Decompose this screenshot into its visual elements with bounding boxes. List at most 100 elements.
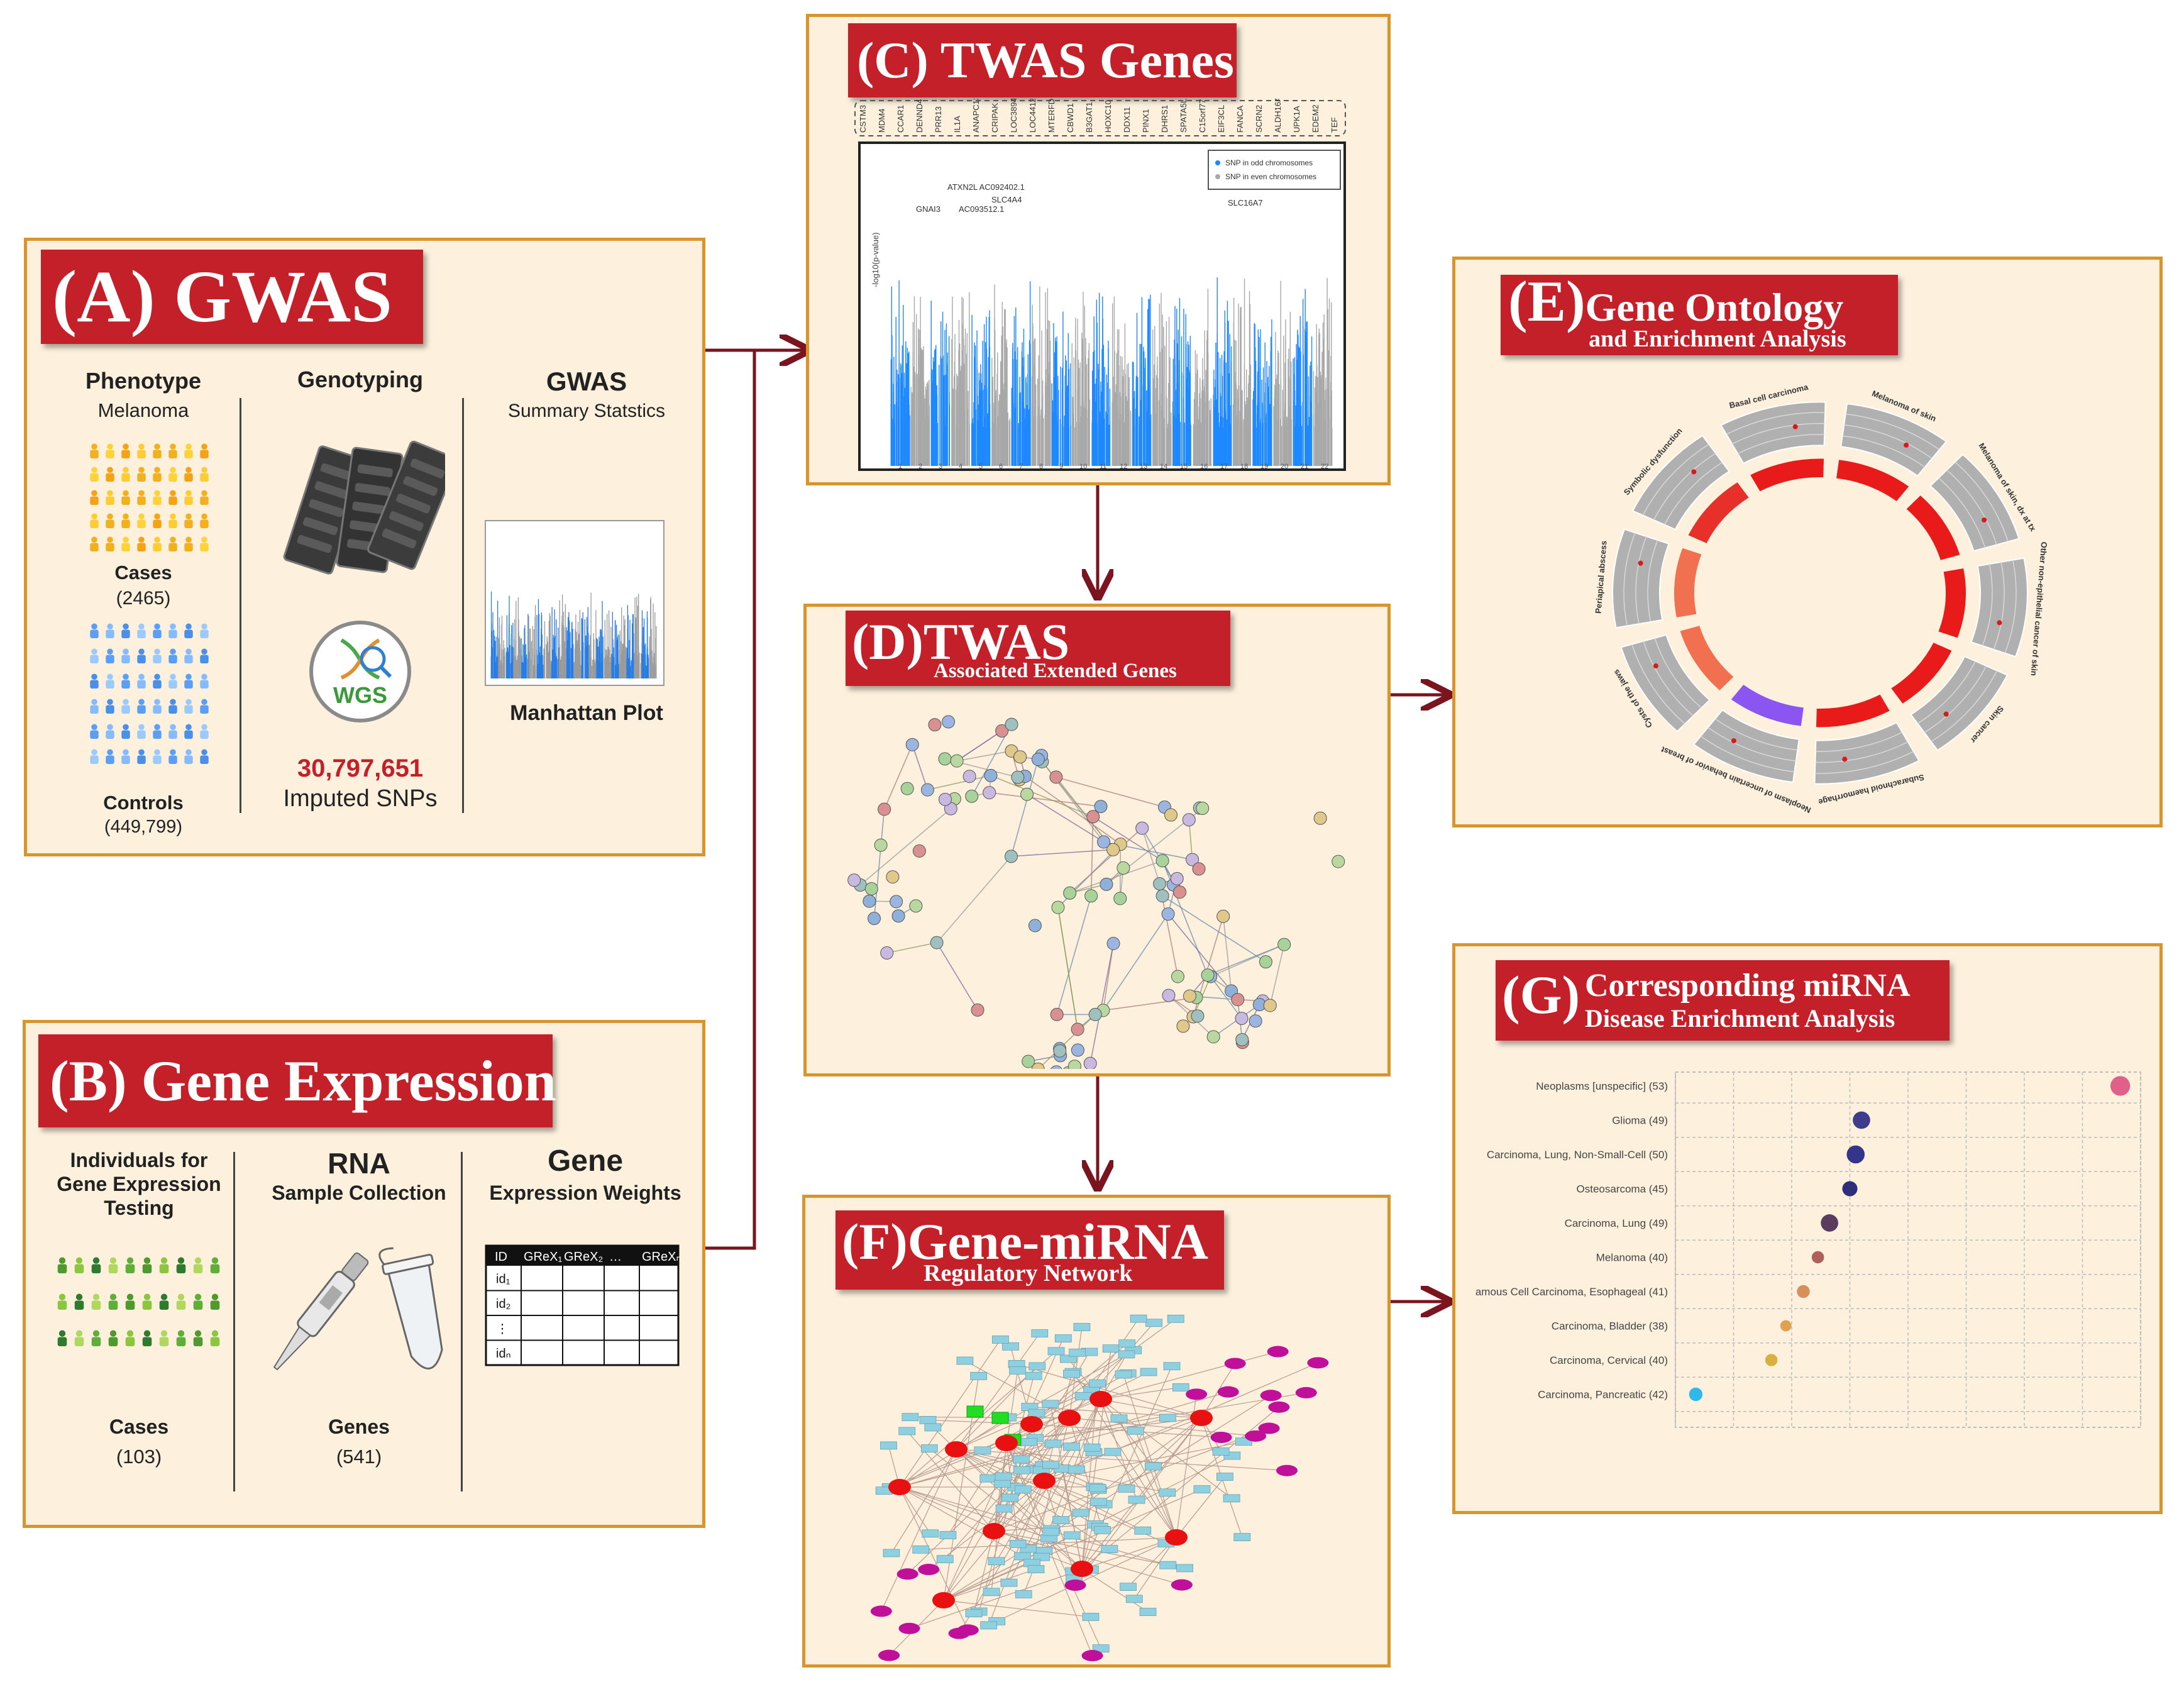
person-icon <box>126 1330 134 1337</box>
person-icon <box>177 1330 185 1337</box>
ppi-edge <box>1057 907 1078 1030</box>
gene-node <box>1074 1392 1092 1400</box>
ppi-node <box>1063 886 1077 900</box>
go-track-grid <box>1623 532 1636 626</box>
weights-sub: Expression Weights <box>489 1181 681 1204</box>
network-edge <box>1061 1468 1083 1569</box>
rna-sub: Sample Collection <box>272 1181 446 1204</box>
network-edge <box>943 1446 1072 1601</box>
gene-node <box>1159 1414 1176 1422</box>
ppi-node <box>1083 1056 1097 1069</box>
go-track-grid <box>1931 670 1998 743</box>
individuals-line3: Testing <box>104 1197 174 1219</box>
chromosome-label: 11 <box>1100 463 1106 470</box>
gene-node <box>1223 1494 1240 1503</box>
person-icon <box>126 1293 134 1300</box>
person-icon <box>91 749 97 756</box>
hub-gene-node <box>1058 1410 1081 1426</box>
table-header-bg <box>486 1246 678 1266</box>
ppi-node <box>1028 919 1042 932</box>
gene-node <box>1167 1314 1184 1323</box>
gene-node <box>1025 1371 1042 1380</box>
panel-g-banner: (G)Corresponding miRNA Disease Enrichmen… <box>1496 960 1950 1041</box>
ppi-node <box>1005 717 1018 731</box>
gene-node <box>1014 1552 1031 1561</box>
gene-node <box>1042 1461 1059 1469</box>
category-label: Carcinoma, Lung, Non-Small-Cell (50) <box>1487 1149 1668 1161</box>
gene-node <box>1134 1526 1152 1535</box>
ppi-node <box>1155 854 1169 868</box>
x-tick-label: 27 <box>2018 1435 2031 1437</box>
chromosome-label: 14 <box>1160 463 1167 470</box>
cases-count: (2465) <box>116 588 171 609</box>
person-icon <box>123 724 129 731</box>
go-inner-segment <box>1688 482 1749 543</box>
network-edge <box>956 1333 1040 1450</box>
gene-expression-people-icon <box>57 1257 220 1346</box>
network-edge <box>959 1398 1101 1634</box>
network-edge <box>920 1537 1177 1550</box>
chromosome-label: 16 <box>1200 463 1208 470</box>
network-edge <box>1135 1430 1177 1538</box>
chromosome-label: 18 <box>1240 463 1248 470</box>
category-label: Carcinoma, Bladder (38) <box>1552 1320 1668 1332</box>
go-track-grid <box>1917 661 1976 724</box>
category-label: amous Cell Carcinoma, Esophageal (41) <box>1475 1286 1668 1298</box>
gene-label: DENND4B <box>915 99 924 133</box>
x-tick-label: 22 <box>1727 1435 1740 1437</box>
person-icon <box>201 648 207 655</box>
panel-a-divider-1 <box>240 398 241 813</box>
mirna-node <box>1245 1430 1267 1442</box>
gene-node <box>1083 1443 1101 1452</box>
person-icon <box>58 1257 66 1264</box>
gene-node <box>1001 1493 1018 1502</box>
gene-label: MTERFD1 <box>1047 99 1056 133</box>
gene-node <box>1073 1323 1091 1331</box>
network-edge <box>1133 1537 1177 1600</box>
network-edge <box>956 1449 1052 1532</box>
go-track-grid <box>1726 412 1826 435</box>
ppi-edge <box>1010 759 1039 857</box>
mirna-node <box>1307 1357 1329 1369</box>
panel-b-letter: (B) <box>50 1049 127 1113</box>
controls-people-icon <box>90 623 209 764</box>
panel-e-gene-ontology: (E)Gene Ontology and Enrichment Analysis… <box>1452 257 2163 827</box>
person-icon <box>154 467 160 473</box>
ppi-edge <box>1269 944 1285 1006</box>
go-inner-segment <box>1750 458 1824 492</box>
ppi-edge <box>886 942 937 954</box>
chromosome-label: 17 <box>1220 463 1228 470</box>
person-icon <box>211 1330 219 1337</box>
gene-node <box>1009 1539 1027 1548</box>
ppi-node <box>1067 1060 1081 1069</box>
ppi-node <box>1263 999 1277 1012</box>
gene-node <box>995 1504 1013 1513</box>
ppi-node <box>1049 770 1063 784</box>
gene-label: C15orf77 <box>1198 99 1207 133</box>
ppi-node <box>1259 955 1272 969</box>
gene-label: IL1A <box>952 116 962 133</box>
person-icon <box>211 1293 219 1300</box>
go-outer-track <box>1631 434 1730 531</box>
go-track-grid <box>1815 741 1909 763</box>
ppi-edge <box>936 856 1012 943</box>
panel-a-banner: (A) GWAS <box>41 250 423 344</box>
ppi-node <box>1191 1009 1205 1023</box>
person-icon <box>91 443 97 450</box>
weights-label: Gene <box>547 1144 624 1178</box>
category-label: Osteosarcoma (45) <box>1577 1183 1668 1195</box>
gene-node <box>1028 1408 1045 1417</box>
person-icon <box>154 699 160 705</box>
network-edge <box>1031 1343 1128 1425</box>
mirna-node <box>1258 1422 1280 1434</box>
ppi-node <box>1277 938 1291 951</box>
ppi-node <box>950 754 964 768</box>
ppi-node <box>1071 1043 1084 1057</box>
ppi-edge <box>1056 895 1092 1015</box>
network-edge <box>899 1339 1001 1488</box>
ppi-node <box>1206 1030 1220 1044</box>
panel-g-title: Corresponding miRNA <box>1585 968 1911 1004</box>
mirna-node <box>918 1564 940 1576</box>
